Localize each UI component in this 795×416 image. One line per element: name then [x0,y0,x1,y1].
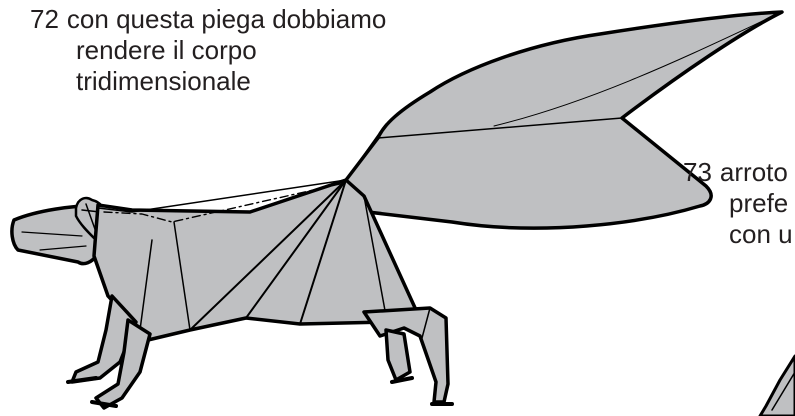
step-73-line-2: prefe [729,188,789,218]
step-73-line-3: con u [729,219,793,249]
step-73-number: 73 [683,157,712,187]
body-crease [139,239,153,331]
tail-crease [345,123,387,181]
step-72-line-2: rendere il corpo [76,35,257,65]
body-crease [173,221,191,331]
body-crease [245,179,347,319]
head-crease [39,245,87,251]
rear-leg-back [384,328,412,382]
tail-crease [493,11,783,127]
front-leg-front [94,318,152,410]
paw-line [90,400,118,408]
step-73-line-1: arroto [719,157,788,187]
paw-line [390,376,414,384]
body-crease [299,179,347,325]
ear-crease [85,203,97,233]
next-step-crease [771,371,795,411]
paw-line [66,376,98,384]
step-72-line-1: con questa piega dobbiamo [66,4,387,34]
step-72-line-3: tridimensionale [76,66,251,96]
dash-dot-fold-line [103,183,341,223]
step-72-number: 72 [30,4,59,34]
next-step-figure-partial [758,354,795,416]
body-crease [363,195,387,317]
body-crease [189,179,347,331]
head-crease [21,231,83,237]
leg-crease [421,307,431,339]
back-crease [97,179,347,213]
tail-crease [377,117,623,139]
